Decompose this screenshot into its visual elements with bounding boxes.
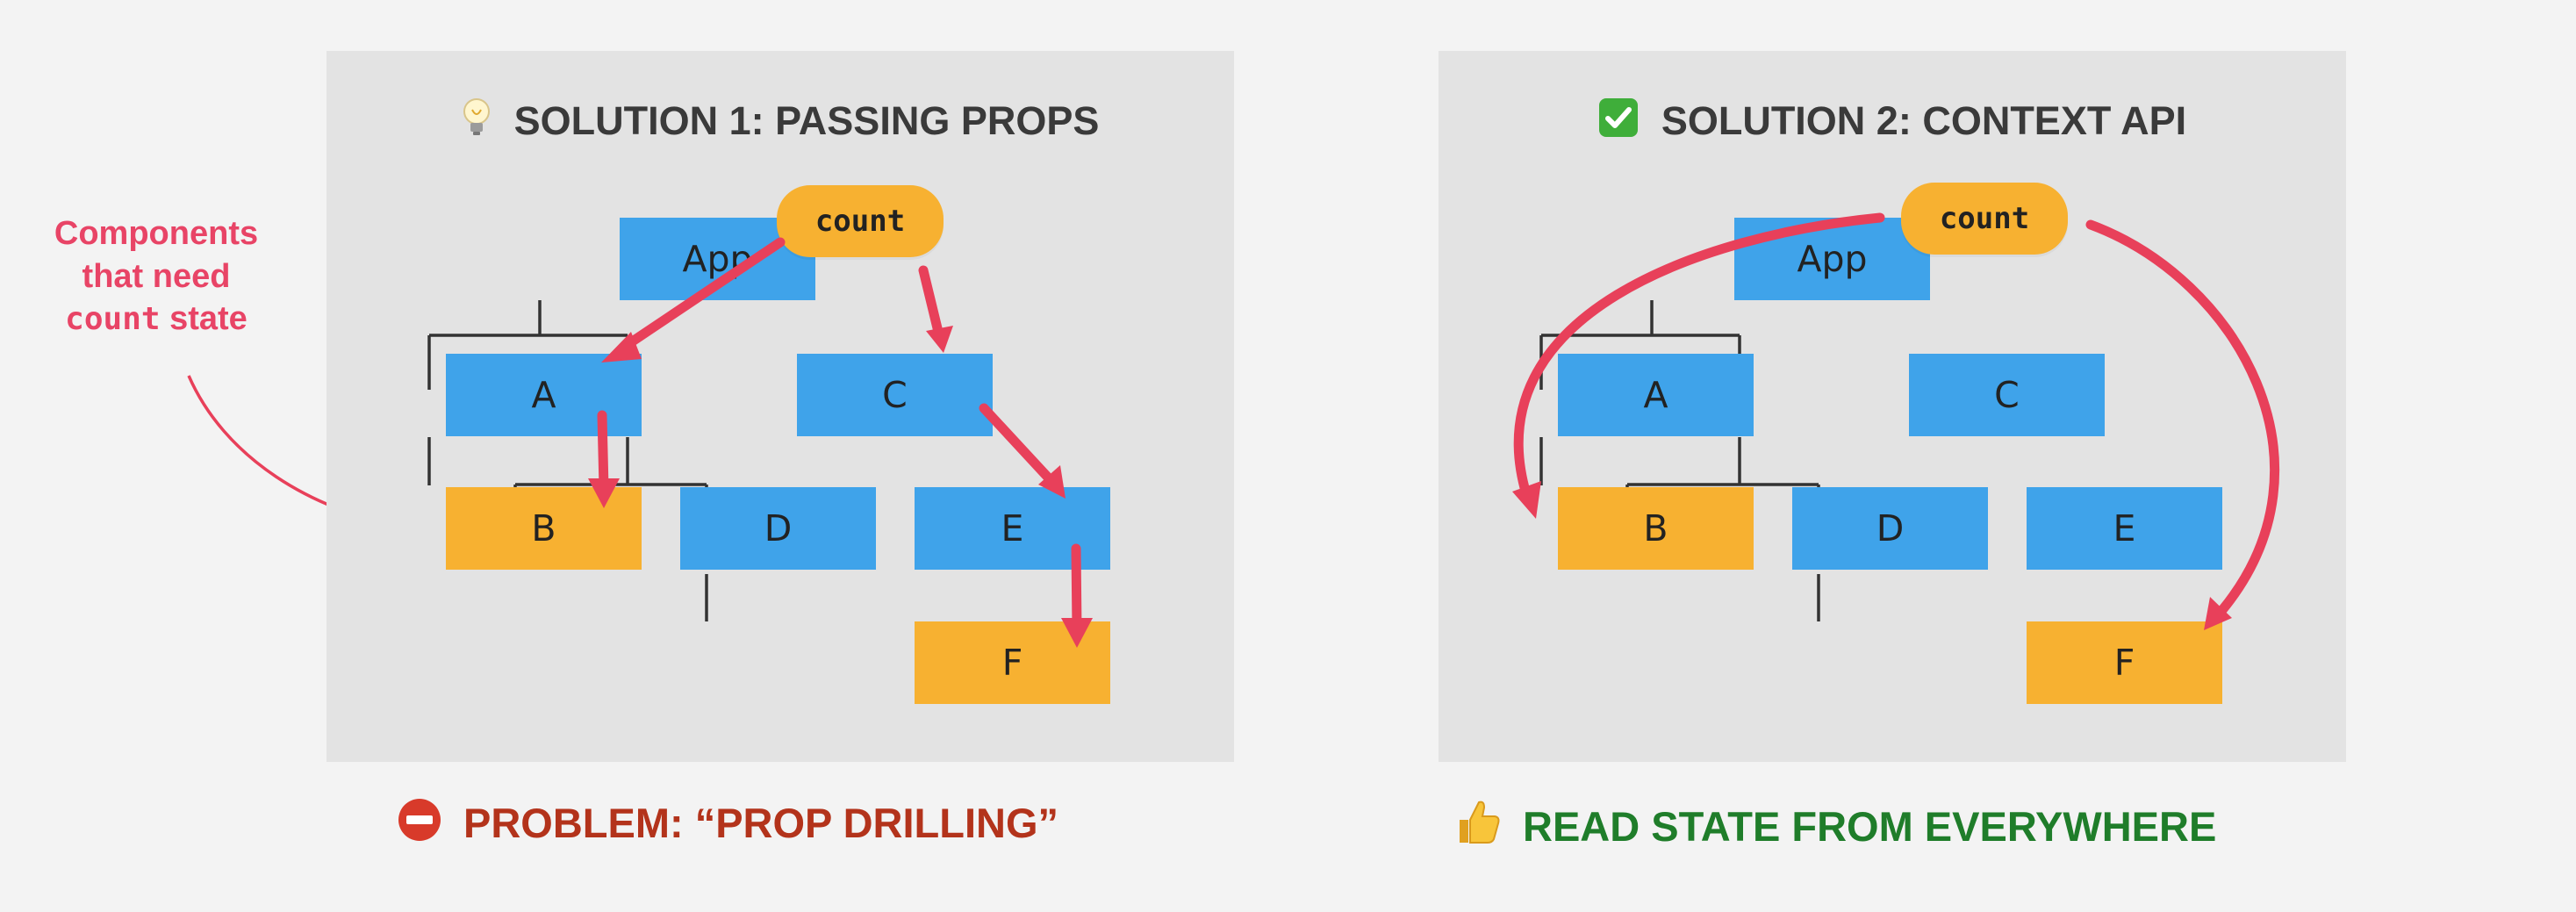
solution-2-title: SOLUTION 2: CONTEXT API: [1439, 97, 2346, 147]
solution-2-panel: SOLUTION 2: CONTEXT API App A C B D E F …: [1439, 51, 2346, 762]
count-state-pill: count: [1901, 183, 2068, 255]
node-c: C: [1909, 354, 2105, 436]
count-state-pill: count: [777, 185, 944, 257]
node-e: E: [2027, 487, 2222, 570]
node-d: D: [1792, 487, 1988, 570]
node-d: D: [680, 487, 876, 570]
annotation-suffix: state: [169, 300, 248, 338]
context-arrows: [1512, 212, 2280, 630]
node-f: F: [2027, 621, 2222, 704]
solution-1-panel: SOLUTION 1: PASSING PROPS App A C B D E …: [326, 51, 1234, 762]
lightbulb-icon: [462, 97, 492, 147]
prop-drilling-arrows: [588, 237, 1093, 648]
annotation-label: Components that need count state: [25, 212, 288, 341]
node-b: B: [1558, 487, 1754, 570]
tree-connectors: [427, 300, 708, 621]
tree-connectors-2: [1539, 300, 1820, 621]
no-entry-icon: [397, 797, 442, 852]
node-c: C: [797, 354, 993, 436]
solution-1-title: SOLUTION 1: PASSING PROPS: [326, 97, 1234, 147]
annotation-line-1: Components: [54, 215, 259, 252]
thumbs-up-icon: [1453, 797, 1502, 856]
check-mark-icon: [1598, 97, 1639, 147]
node-app: App: [1734, 218, 1930, 300]
annotation-code: count: [65, 301, 161, 338]
annotation-line-2: that need: [82, 257, 231, 295]
node-a: A: [446, 354, 642, 436]
node-a: A: [1558, 354, 1754, 436]
node-b: B: [446, 487, 642, 570]
success-footer: READ STATE FROM EVERYWHERE: [1453, 797, 2216, 856]
problem-footer: PROBLEM: “PROP DRILLING”: [397, 797, 1058, 852]
